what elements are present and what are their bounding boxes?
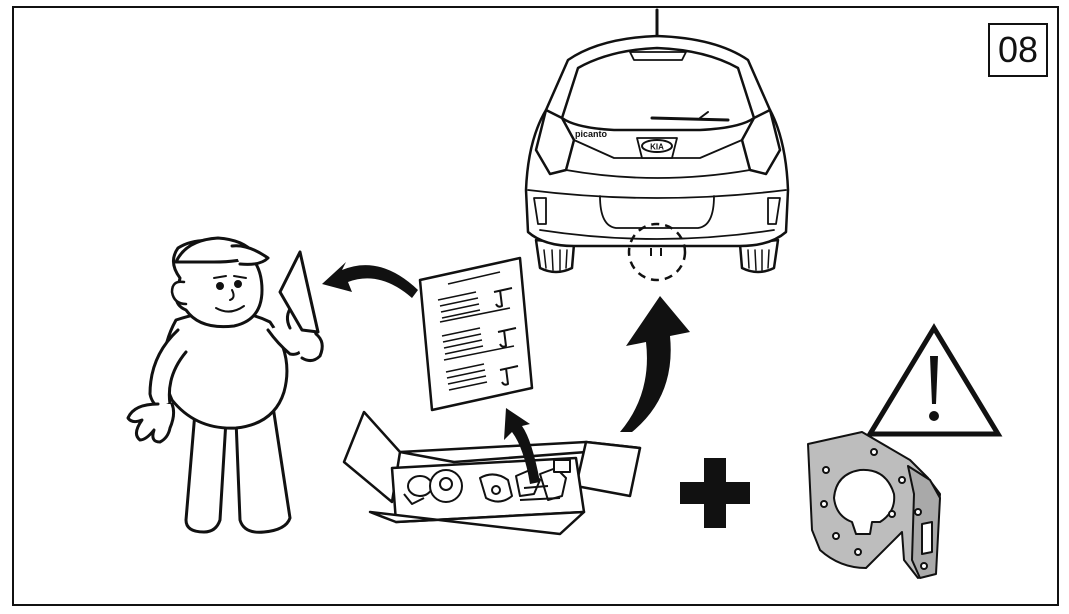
mechanic-figure: [126, 236, 324, 534]
curved-arrow: [620, 296, 690, 432]
tow-point-marker: [627, 222, 687, 282]
kia-logo-text: KIA: [650, 143, 664, 152]
curved-arrow: [504, 408, 540, 484]
rear-car: KIA picanto: [524, 8, 790, 274]
mounting-bracket: [807, 431, 941, 579]
curved-arrow: [322, 262, 418, 298]
step-number-badge: 08: [988, 23, 1048, 77]
parts-box: [342, 410, 642, 536]
instruction-sheet: [418, 256, 534, 412]
warning-triangle-icon: [865, 323, 1003, 437]
plus-icon: [680, 458, 750, 528]
picanto-badge-text: picanto: [575, 129, 608, 139]
